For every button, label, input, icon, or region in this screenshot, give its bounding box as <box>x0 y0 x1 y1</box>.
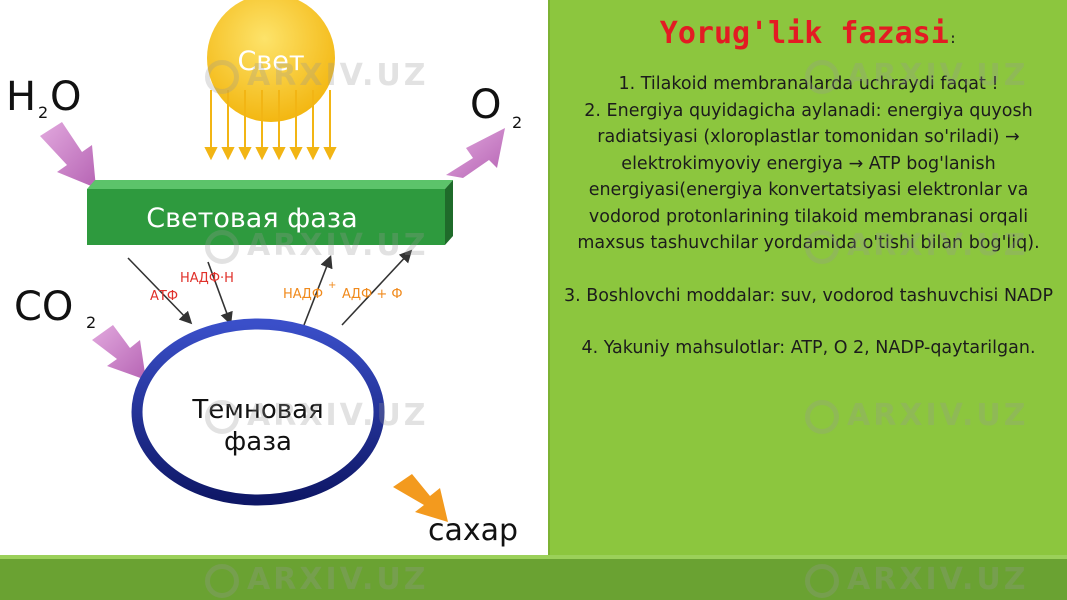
dark-phase-cycle: Темновая фаза <box>131 318 385 506</box>
dark-phase-label-1: Темновая <box>191 395 323 425</box>
svg-text:2: 2 <box>38 103 48 122</box>
bottom-bar <box>0 555 1067 600</box>
panel-title-text: Yorug'lik fazasi <box>659 16 949 51</box>
svg-text:+: + <box>328 280 336 291</box>
info-item-3: 3. Boshlovchi moddalar: suv, vodorod tas… <box>563 285 1054 306</box>
svg-text:H: H <box>6 74 36 120</box>
adp-label: АДФ + Ф <box>342 287 403 302</box>
sun-icon: Свет <box>204 0 337 161</box>
co2-arrow <box>92 325 146 380</box>
light-phase-label: Световая фаза <box>146 203 357 234</box>
svg-text:2: 2 <box>512 113 522 132</box>
sugar-arrow <box>393 474 448 522</box>
dark-phase-label-2: фаза <box>224 427 292 457</box>
panel-title: Yorug'lik fazasi: <box>550 16 1067 51</box>
svg-text:O: O <box>50 74 81 120</box>
info-item-2: 2. Energiya quyidagicha aylanadi: energi… <box>577 100 1040 254</box>
light-phase-bar: Световая фаза <box>87 180 453 245</box>
sugar-label: сахар <box>428 513 518 548</box>
svg-text:CO: CO <box>14 284 73 330</box>
nadph-label: НАДФ·Н <box>180 271 234 286</box>
water-label: H 2 O <box>6 74 81 122</box>
bottom-bar-accent-line <box>0 555 1067 559</box>
connector-arrows <box>127 249 413 326</box>
oxygen-label: O 2 <box>470 82 522 132</box>
sun-label: Свет <box>237 46 304 77</box>
panel-title-colon: : <box>948 31 958 47</box>
photosynthesis-diagram: Свет H 2 O O 2 Световая фаза CO 2 НАДФ·Н… <box>6 0 522 548</box>
svg-text:O: O <box>470 82 501 128</box>
water-arrow <box>40 122 96 188</box>
info-panel: Yorug'lik fazasi: 1. Tilakoid membranala… <box>548 0 1067 555</box>
info-item-4: 4. Yakuniy mahsulotlar: ATP, O 2, NADP-q… <box>581 338 1036 358</box>
oxygen-arrow <box>446 128 505 178</box>
co2-label: CO 2 <box>14 284 96 332</box>
atp-label: АТФ <box>150 289 178 304</box>
svg-text:НАДФ: НАДФ <box>283 287 323 302</box>
svg-text:2: 2 <box>86 313 96 332</box>
nadp-label: НАДФ + <box>283 280 336 302</box>
info-item-1: 1. Tilakoid membranalarda uchraydi faqat… <box>618 74 999 94</box>
